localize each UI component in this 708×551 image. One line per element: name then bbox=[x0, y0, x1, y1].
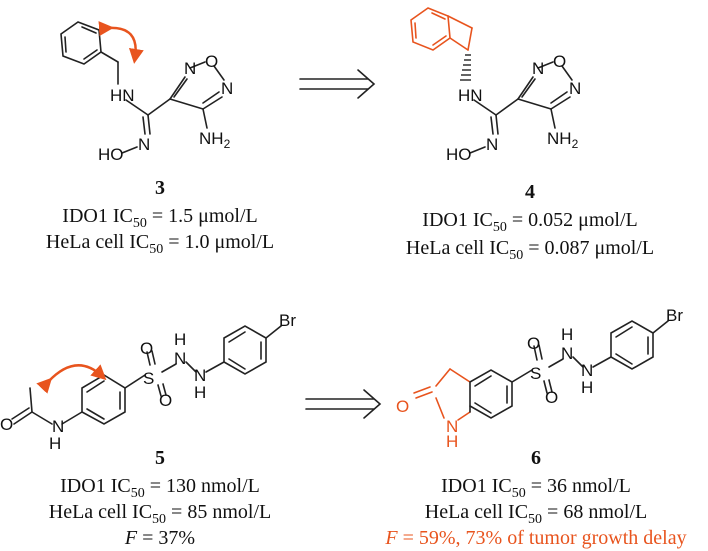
atom-nh2: NH2 bbox=[199, 129, 231, 151]
compound-6-number: 6 bbox=[531, 447, 541, 469]
atom-n: N bbox=[486, 135, 498, 154]
atom-o: O bbox=[159, 391, 172, 410]
compound-5-hela: HeLa cell IC50 = 85 nmol/L bbox=[49, 501, 271, 527]
atom-s: S bbox=[143, 369, 154, 388]
atom-ho: HO bbox=[98, 145, 124, 164]
atom-h: H bbox=[174, 330, 186, 349]
atom-ho: HO bbox=[446, 145, 472, 164]
compound-5-bioavailability: F = 37% bbox=[124, 527, 195, 549]
atom-h: H bbox=[581, 378, 593, 397]
atom-o: O bbox=[545, 388, 558, 407]
atom-h: H bbox=[49, 434, 61, 453]
compound-4-hela: HeLa cell IC50 = 0.087 μmol/L bbox=[406, 237, 654, 263]
compound-4-number: 4 bbox=[525, 181, 535, 203]
atom-n: N bbox=[532, 59, 544, 78]
compound-3-structure bbox=[60, 21, 225, 154]
atom-o: O bbox=[0, 415, 13, 434]
rotation-arrow-icon bbox=[36, 364, 107, 394]
double-arrow-icon bbox=[305, 389, 382, 419]
atom-hn: HN bbox=[110, 86, 135, 105]
compound-3-ido1: IDO1 IC50 = 1.5 μmol/L bbox=[62, 205, 257, 231]
atom-o: O bbox=[140, 339, 153, 358]
compound-5-number: 5 bbox=[155, 447, 165, 469]
compound-5-ido1: IDO1 IC50 = 130 nmol/L bbox=[60, 475, 260, 501]
double-arrow-icon bbox=[299, 69, 376, 99]
compound-3-number: 3 bbox=[155, 177, 165, 199]
atom-br: Br bbox=[279, 311, 296, 330]
atom-n: N bbox=[446, 417, 458, 436]
compound-5-structure bbox=[11, 325, 282, 425]
atom-h: H bbox=[194, 383, 206, 402]
compound-6-hela: HeLa cell IC50 = 68 nmol/L bbox=[425, 501, 647, 527]
compound-4-structure bbox=[410, 7, 573, 154]
atom-nh2: NH2 bbox=[547, 129, 579, 151]
compound-6-ido1: IDO1 IC50 = 36 nmol/L bbox=[441, 475, 631, 501]
atom-hn: HN bbox=[458, 86, 483, 105]
atom-n: N bbox=[581, 361, 593, 380]
compound-6-structure bbox=[413, 320, 669, 421]
atom-n: N bbox=[138, 135, 150, 154]
compound-6-bioavailability: F = 59%, 73% of tumor growth delay bbox=[384, 527, 686, 549]
atom-n: N bbox=[221, 79, 233, 98]
compound-3-hela: HeLa cell IC50 = 1.0 μmol/L bbox=[46, 231, 274, 257]
atom-n: N bbox=[569, 79, 581, 98]
atom-nh: N bbox=[52, 417, 64, 436]
atom-s: S bbox=[530, 364, 541, 383]
atom-n: N bbox=[184, 59, 196, 78]
atom-br: Br bbox=[666, 306, 683, 325]
rotation-arrow-icon bbox=[98, 21, 144, 64]
atom-o: O bbox=[553, 52, 566, 71]
atom-n: N bbox=[174, 349, 186, 368]
atom-o: O bbox=[396, 397, 409, 416]
atom-h: H bbox=[561, 325, 573, 344]
atom-n: N bbox=[561, 344, 573, 363]
atom-h: H bbox=[446, 432, 458, 451]
compound-4-ido1: IDO1 IC50 = 0.052 μmol/L bbox=[422, 209, 637, 235]
atom-o: O bbox=[205, 52, 218, 71]
atom-o: O bbox=[527, 334, 540, 353]
atom-n: N bbox=[194, 366, 206, 385]
